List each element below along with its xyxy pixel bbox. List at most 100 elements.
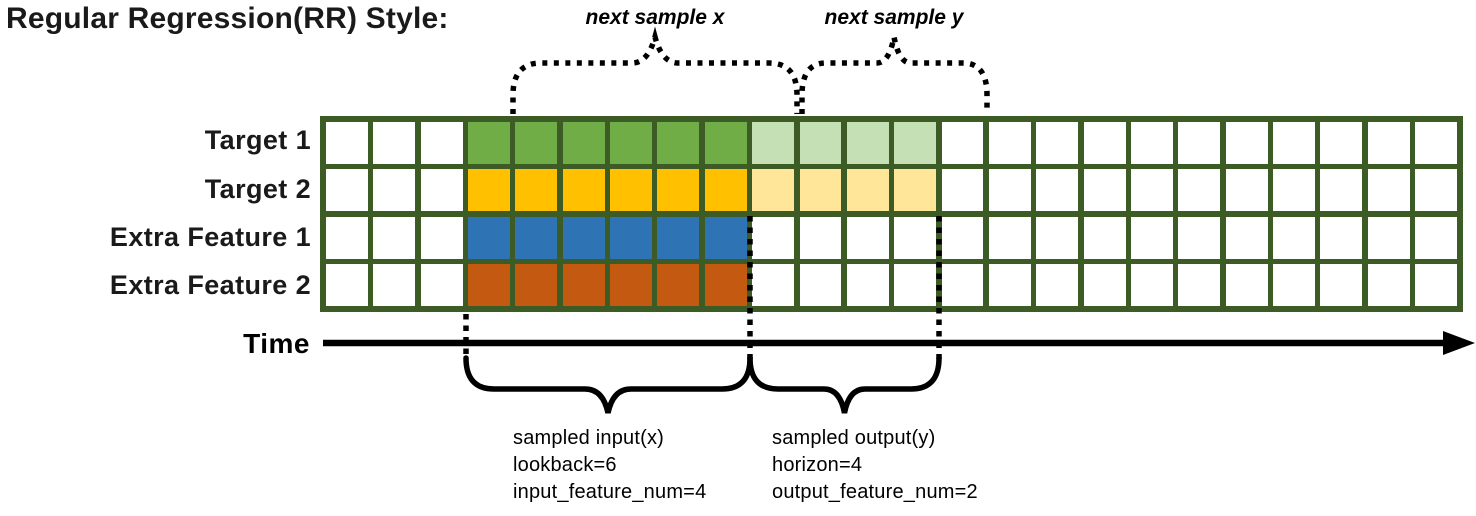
- grid-cell: [846, 216, 889, 259]
- grid-cell: [1083, 216, 1126, 259]
- grid-cell: [1225, 169, 1268, 212]
- grid-cell: [799, 122, 842, 164]
- timeline-grid: [320, 116, 1463, 312]
- grid-cell: [704, 122, 747, 164]
- grid-cell: [1320, 216, 1363, 259]
- grid-cell: [373, 122, 416, 164]
- grid-cell: [988, 264, 1031, 306]
- grid-cell: [704, 169, 747, 212]
- grid-cell: [1036, 264, 1079, 306]
- grid-cell: [799, 264, 842, 306]
- grid-cell: [988, 122, 1031, 164]
- grid-cell: [657, 169, 700, 212]
- grid-cell: [1178, 264, 1221, 306]
- grid-cell: [657, 122, 700, 164]
- horizon-param: horizon=4: [772, 454, 863, 476]
- grid-cell: [515, 122, 558, 164]
- grid-cell: [1083, 169, 1126, 212]
- next-sample-x-label: next sample x: [585, 6, 725, 29]
- grid-cell: [610, 264, 652, 306]
- grid-cell: [704, 264, 747, 306]
- time-axis-arrowhead: [1443, 331, 1475, 355]
- sampled-input-caption: sampled input(x) lookback=6 input_featur…: [513, 425, 706, 506]
- grid-cell: [515, 169, 558, 212]
- grid-cell: [1083, 122, 1126, 164]
- sampled-input-brace: [463, 355, 753, 414]
- grid-cell: [468, 169, 510, 212]
- grid-cell: [562, 122, 605, 164]
- grid-cell: [373, 169, 416, 212]
- grid-cell: [704, 216, 747, 259]
- grid-cell: [515, 216, 558, 259]
- grid-cell: [1273, 122, 1315, 164]
- grid-cell: [610, 169, 652, 212]
- grid-cell: [373, 264, 416, 306]
- time-axis-label: Time: [243, 328, 310, 359]
- grid-cell: [562, 264, 605, 306]
- grid-cell: [1273, 264, 1315, 306]
- grid-cell: [562, 169, 605, 212]
- grid-cell: [988, 169, 1031, 212]
- grid-cell: [610, 122, 652, 164]
- grid-cell: [326, 122, 368, 164]
- grid-cell: [1320, 264, 1363, 306]
- grid-cell: [1320, 122, 1363, 164]
- next-sample-x-brace: [510, 26, 800, 114]
- grid-cell: [1178, 216, 1221, 259]
- grid-cell: [894, 264, 937, 306]
- grid-cell: [1131, 122, 1173, 164]
- grid-cell: [1083, 264, 1126, 306]
- grid-cell: [1225, 216, 1268, 259]
- grid-cell: [1415, 122, 1457, 164]
- grid-cell: [1415, 169, 1457, 212]
- grid-cell: [420, 122, 463, 164]
- grid-cell: [988, 216, 1031, 259]
- grid-cell: [562, 216, 605, 259]
- row-label-extra-feature-2: Extra Feature 2: [109, 270, 311, 300]
- grid-cell: [468, 122, 510, 164]
- grid-cell: [941, 264, 984, 306]
- grid-cell: [799, 169, 842, 212]
- next-sample-y-label: next sample y: [824, 6, 964, 29]
- sampled-output-title: sampled output(y): [772, 427, 936, 449]
- grid-cell: [1320, 169, 1363, 212]
- input-feature-num-param: input_feature_num=4: [513, 481, 707, 503]
- figure-title: Regular Regression(RR) Style:: [6, 2, 449, 35]
- grid-cell: [657, 264, 700, 306]
- grid-cell: [1273, 216, 1315, 259]
- grid-cell: [846, 169, 889, 212]
- grid-cell: [373, 216, 416, 259]
- sampled-output-caption: sampled output(y) horizon=4 output_featu…: [772, 425, 978, 506]
- grid-cell: [420, 264, 463, 306]
- sampled-output-brace: [747, 355, 942, 414]
- grid-cell: [657, 216, 700, 259]
- grid-cell: [326, 169, 368, 212]
- grid-cell: [1036, 169, 1079, 212]
- sampled-input-title: sampled input(x): [513, 427, 665, 449]
- grid-cell: [1036, 122, 1079, 164]
- grid-cell: [1415, 216, 1457, 259]
- grid-cell: [1367, 264, 1410, 306]
- grid-cell: [799, 216, 842, 259]
- output-feature-num-param: output_feature_num=2: [772, 481, 978, 503]
- grid-cell: [894, 122, 937, 164]
- grid-cell: [941, 169, 984, 212]
- grid-cell: [1225, 122, 1268, 164]
- grid-cell: [941, 122, 984, 164]
- grid-cell: [1178, 122, 1221, 164]
- grid-cell: [326, 216, 368, 259]
- grid-cell: [752, 264, 795, 306]
- grid-cell: [894, 169, 937, 212]
- grid-cell: [894, 216, 937, 259]
- grid-cell: [846, 264, 889, 306]
- grid-cell: [1131, 264, 1173, 306]
- grid-cell: [468, 216, 510, 259]
- lookback-param: lookback=6: [513, 454, 617, 476]
- grid-cell: [752, 122, 795, 164]
- row-label-target-1: Target 1: [204, 125, 311, 155]
- grid-cell: [846, 122, 889, 164]
- grid-cell: [1178, 169, 1221, 212]
- grid-cell: [1225, 264, 1268, 306]
- grid-cell: [420, 216, 463, 259]
- grid-cell: [1415, 264, 1457, 306]
